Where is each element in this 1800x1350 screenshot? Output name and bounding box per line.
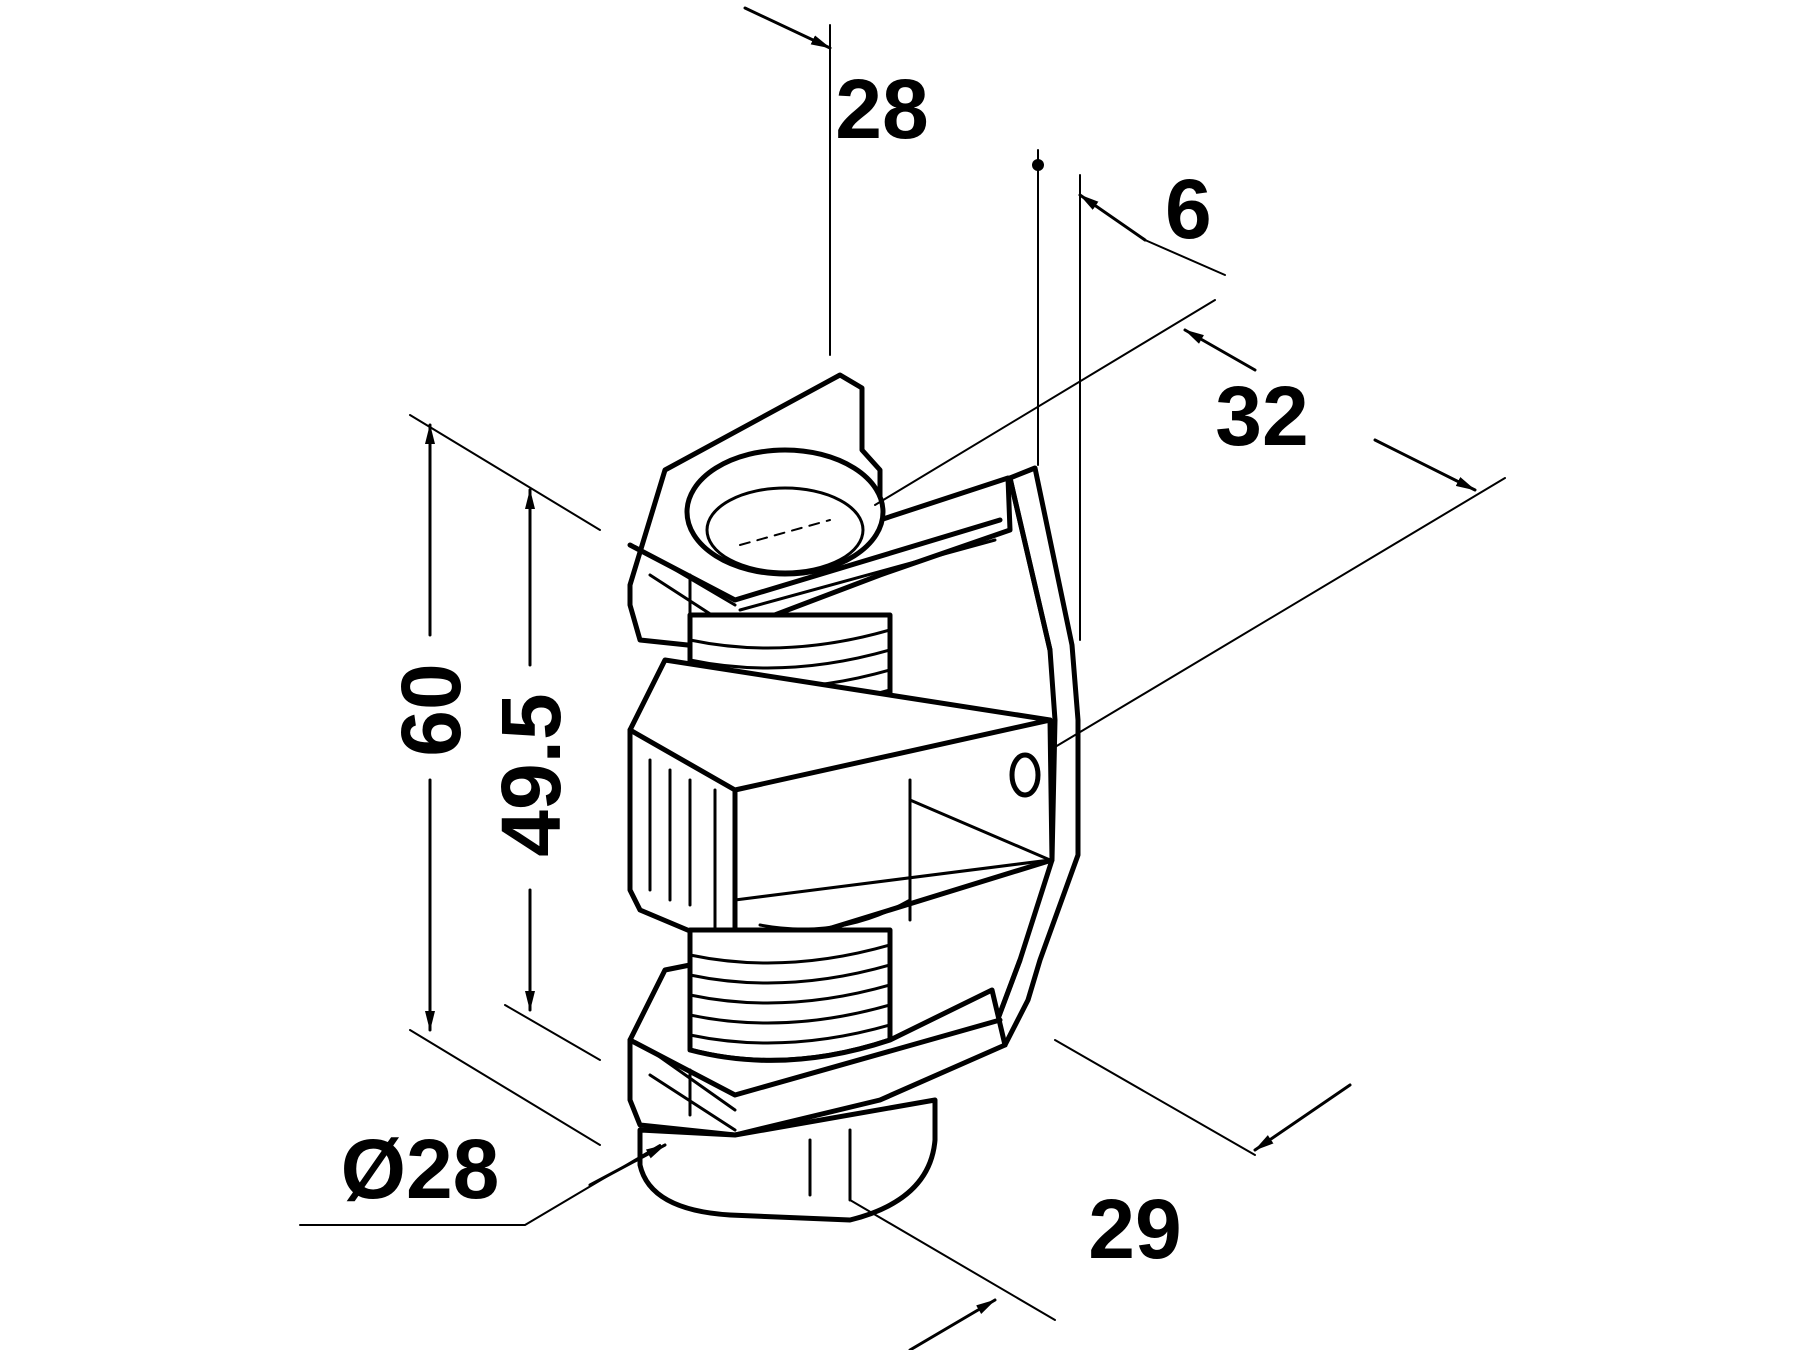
bottom-sleeve (637, 1097, 938, 1223)
dimension-lines (299, 6, 1506, 1350)
dim-29: 29 (1088, 1182, 1181, 1276)
dim-32: 32 (1215, 369, 1308, 463)
dim-diameter-28: Ø28 (341, 1122, 500, 1216)
dim-28-top: 28 (835, 62, 928, 156)
dim-60: 60 (384, 663, 478, 756)
bottom-bracket (627, 962, 1008, 1138)
dim-49-5: 49.5 (484, 693, 578, 857)
hinge-body (627, 372, 1081, 1223)
dim-6: 6 (1165, 162, 1212, 256)
lower-thread (687, 927, 893, 1063)
pin-hole (1009, 752, 1041, 798)
middle-knuckle (627, 657, 1055, 953)
top-sleeve (684, 447, 886, 577)
